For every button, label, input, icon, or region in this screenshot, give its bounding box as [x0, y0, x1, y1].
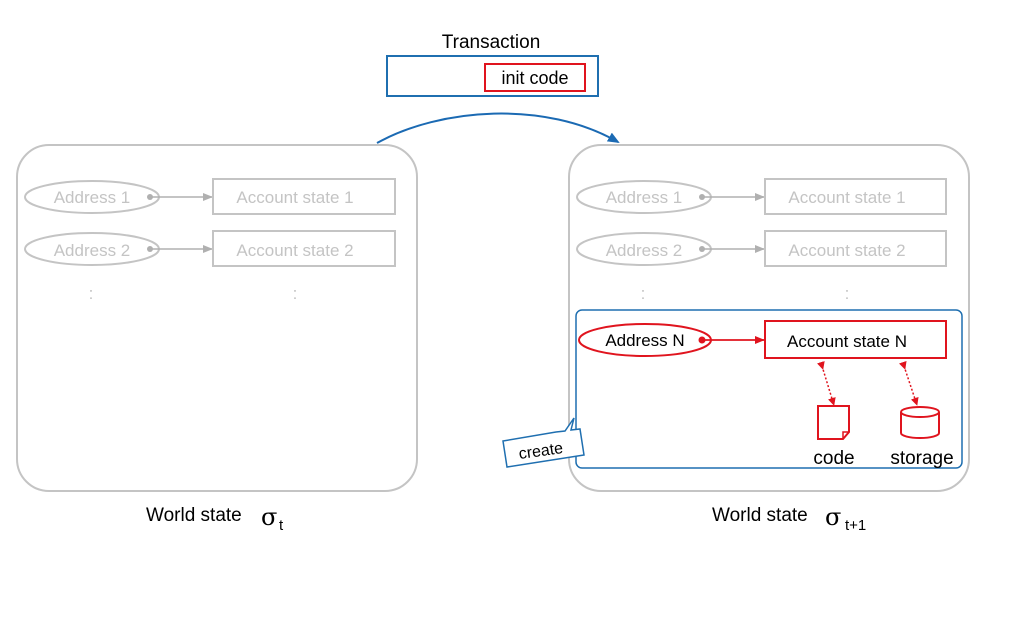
pointer-dot [147, 194, 153, 200]
ellipsis-account: : [293, 284, 298, 303]
code-document-fold [842, 431, 849, 439]
caption-sigma: σ [261, 503, 277, 531]
row-address-2: Address 2 Account state 2 [24, 230, 396, 267]
pointer-dot [147, 246, 153, 252]
caption-label: World state [712, 505, 808, 526]
account-state-box [764, 178, 947, 215]
storage-cylinder-icon [900, 406, 940, 439]
code-document-icon [817, 405, 850, 440]
create-label: create [518, 440, 565, 463]
init-code-label: init code [501, 68, 568, 88]
transition-arrow [376, 112, 620, 144]
code-label: code [813, 448, 854, 469]
create-callout: create [502, 417, 585, 468]
account-state-label: Account state 1 [788, 188, 905, 207]
address-label: Address 2 [606, 241, 683, 260]
row-address-n: Address N Account state N [578, 320, 947, 359]
caption-sigma: σ [825, 503, 841, 531]
caption-subscript: t [279, 517, 284, 534]
account-state-n-label: Account state N [787, 332, 907, 351]
address-label: Address 1 [606, 188, 683, 207]
address-label: Address 1 [54, 188, 131, 207]
caption-subscript: t+1 [845, 517, 866, 534]
world-state-t1: Address 1 Account state 1 Address 2 Acco… [502, 144, 970, 492]
pointer-dot [699, 246, 705, 252]
caption-world-state-t1: World state σ t+1 [712, 503, 866, 534]
account-state-box [212, 230, 396, 267]
transaction-block: Transaction init code [386, 32, 599, 97]
caption-world-state-t: World state σ t [146, 503, 284, 534]
address-label: Address 2 [54, 241, 131, 260]
account-state-n-box [764, 320, 947, 359]
transaction-title: Transaction [442, 32, 541, 53]
new-account-region [575, 309, 963, 469]
ellipsis-address: : [641, 284, 646, 303]
account-state-label: Account state 2 [788, 241, 905, 260]
row-address-1: Address 1 Account state 1 [24, 178, 396, 215]
ellipsis-address: : [89, 284, 94, 303]
account-state-label: Account state 2 [236, 241, 353, 260]
account-state-label: Account state 1 [236, 188, 353, 207]
caption-label: World state [146, 505, 242, 526]
ellipsis-account: : [845, 284, 850, 303]
account-state-box [764, 230, 947, 267]
row-address-1: Address 1 Account state 1 [576, 178, 947, 215]
address-n-label: Address N [605, 331, 684, 350]
init-code-box [484, 63, 586, 92]
world-state-t: Address 1 Account state 1 Address 2 Acco… [16, 144, 418, 492]
storage-label: storage [890, 448, 953, 469]
row-address-2: Address 2 Account state 2 [576, 230, 947, 267]
account-state-box [212, 178, 396, 215]
pointer-dot [699, 194, 705, 200]
pointer-dot [698, 336, 706, 344]
